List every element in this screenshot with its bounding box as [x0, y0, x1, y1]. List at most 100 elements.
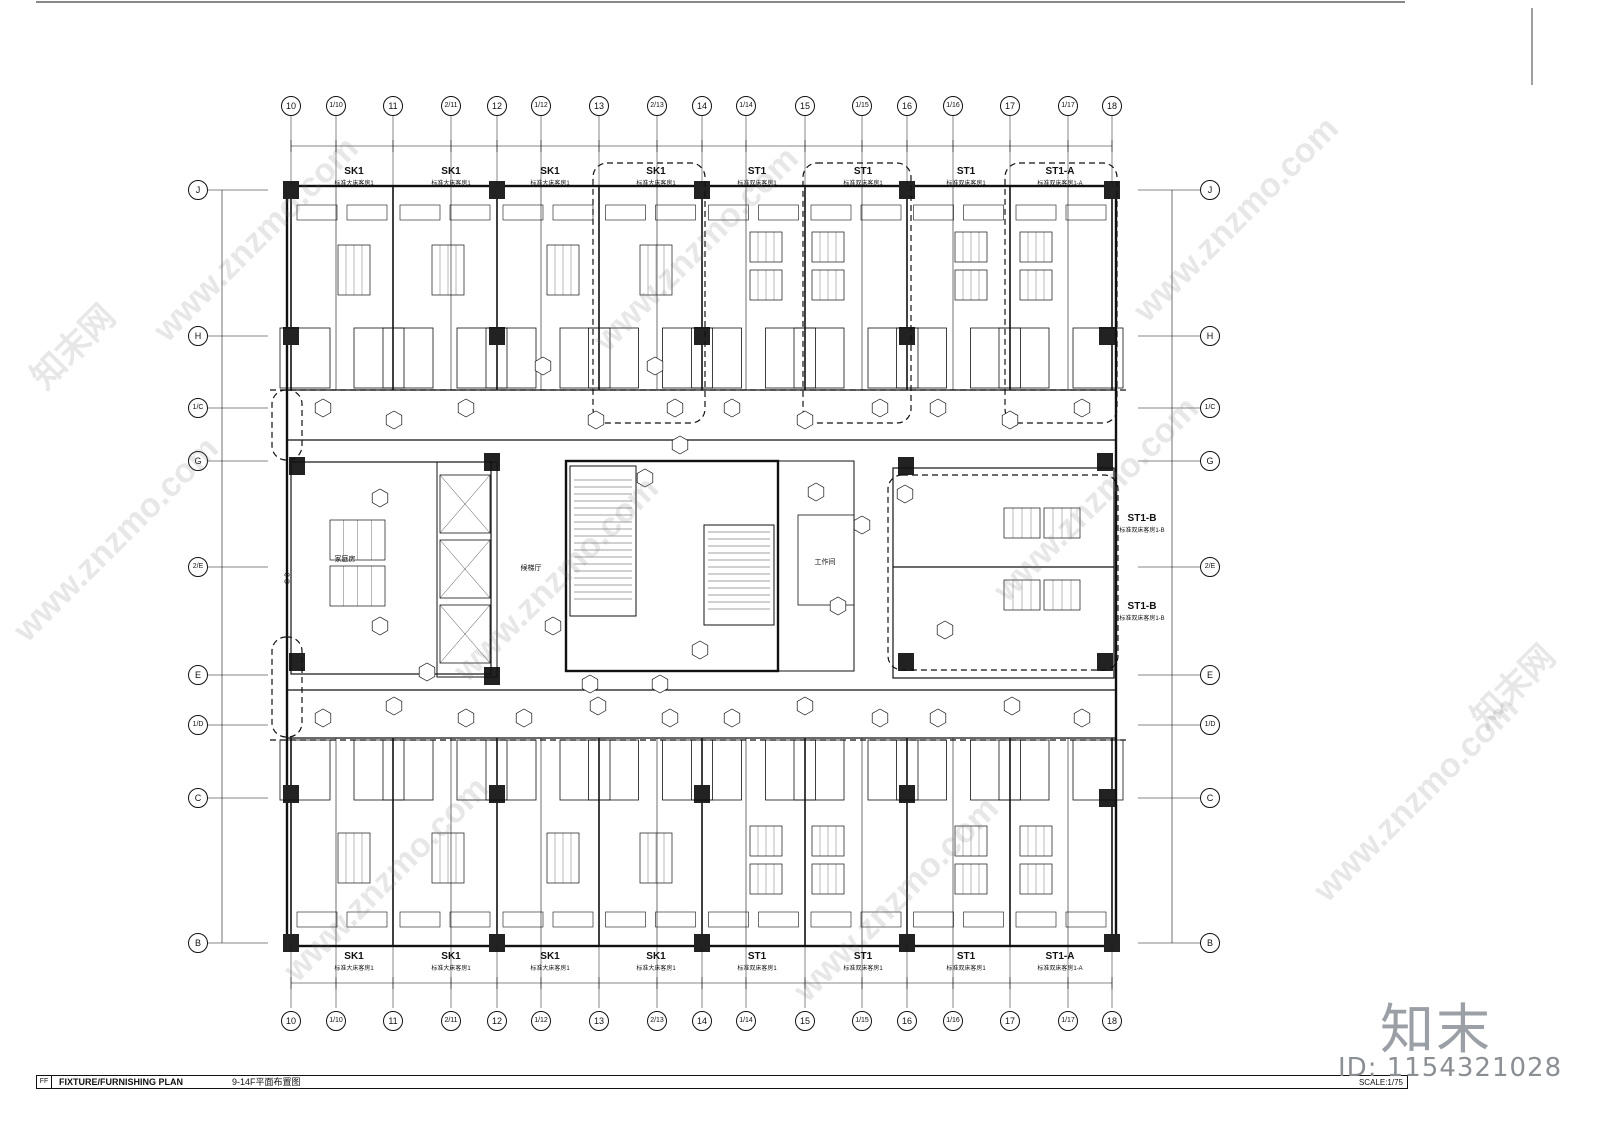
desk: [399, 911, 441, 928]
grid-bubble-col-top: 1/12: [531, 96, 551, 116]
door-tag-icon: [671, 435, 689, 455]
bathroom-outline: [382, 327, 434, 389]
door-tag-icon: [385, 410, 403, 430]
door-tag-icon: [371, 488, 389, 508]
detail-boundary-dashed: [592, 162, 706, 424]
room-name-top: 标准双床客房1-A: [1037, 181, 1083, 187]
bathroom-outline: [588, 739, 639, 801]
room-code-east: ST1-B: [1127, 513, 1157, 524]
door-tag-icon: [936, 620, 954, 640]
room-name-top: 标准大床客房1: [431, 181, 471, 187]
family-room-label: 家庭房: [334, 556, 356, 563]
grid-bubble-col-top: 17: [1000, 96, 1020, 116]
room-code-bottom: SK1: [646, 951, 666, 962]
structural-column: [489, 785, 505, 803]
desk: [913, 204, 954, 221]
desk: [552, 911, 594, 928]
grid-bubble-col-top: 15: [795, 96, 815, 116]
door-tag-icon: [587, 410, 605, 430]
desk: [708, 204, 749, 221]
grid-bubble-col-top: 14: [692, 96, 712, 116]
door-tag-icon: [418, 662, 436, 682]
structural-column: [289, 653, 305, 671]
structural-column: [694, 934, 710, 952]
c8-tag: C-8: [284, 572, 292, 585]
structural-column: [694, 785, 710, 803]
grid-bubble-col-bottom: 14: [692, 1011, 712, 1031]
door-tag-icon: [1073, 398, 1091, 418]
grid-bubble-col-bottom: 2/11: [441, 1011, 461, 1031]
structural-column: [1104, 181, 1120, 199]
grid-bubble-row: G: [1200, 451, 1220, 471]
structural-column: [283, 327, 299, 345]
elevator-hall-label: 候梯厅: [520, 565, 542, 572]
bathroom-outline: [662, 739, 713, 801]
bathroom-outline: [793, 739, 845, 801]
structural-column: [899, 327, 915, 345]
desk: [860, 204, 902, 221]
desk: [810, 911, 852, 928]
structural-column: [283, 785, 299, 803]
grid-bubble-col-top: 2/13: [647, 96, 667, 116]
structural-column: [283, 934, 299, 952]
door-tag-icon: [691, 640, 709, 660]
grid-bubble-col-bottom: 15: [795, 1011, 815, 1031]
grid-bubble-row: J: [188, 180, 208, 200]
elevator-car: [439, 539, 491, 599]
bathroom-outline: [691, 327, 742, 389]
grid-bubble-col-bottom: 1/14: [736, 1011, 756, 1031]
room-name-east: 标准双床客房1-B: [1119, 528, 1165, 534]
door-tag-icon: [723, 398, 741, 418]
bathroom-outline: [382, 739, 434, 801]
room-code-top: SK1: [646, 166, 666, 177]
structural-column: [484, 667, 500, 685]
desk: [963, 204, 1004, 221]
door-tag-icon: [544, 616, 562, 636]
elevator-x: [439, 539, 491, 599]
door-tag-icon: [581, 674, 599, 694]
structural-column: [1097, 453, 1113, 471]
door-tag-icon: [636, 468, 654, 488]
door-tag-icon: [589, 696, 607, 716]
bathroom-outline: [896, 327, 947, 389]
stairwell: [703, 524, 775, 626]
room-name-bottom: 标准双床客房1: [946, 966, 986, 972]
desk: [552, 204, 594, 221]
room-code-top: SK1: [344, 166, 364, 177]
grid-bubble-col-bottom: 17: [1000, 1011, 1020, 1031]
structural-column: [1097, 653, 1113, 671]
structural-column: [898, 457, 914, 475]
room-name-bottom: 标准双床客房1: [737, 966, 777, 972]
grid-bubble-row: H: [1200, 326, 1220, 346]
door-tag-icon: [534, 356, 552, 376]
bathroom-outline: [559, 739, 611, 801]
room-name-top: 标准大床客房1: [530, 181, 570, 187]
desk: [605, 911, 646, 928]
room-name-bottom: 标准双床客房1-A: [1037, 966, 1083, 972]
grid-bubble-col-bottom: 11: [383, 1011, 403, 1031]
door-tag-icon: [457, 398, 475, 418]
elevator-x: [439, 474, 491, 534]
desk: [655, 204, 696, 221]
desk: [963, 911, 1004, 928]
desk: [449, 204, 491, 221]
grid-bubble-col-top: 1/17: [1058, 96, 1078, 116]
grid-bubble-row: E: [188, 665, 208, 685]
bathroom-outline: [867, 327, 919, 389]
bathroom-outline: [559, 327, 611, 389]
sheet-code: FF: [37, 1076, 52, 1088]
grid-bubble-col-bottom: 1/12: [531, 1011, 551, 1031]
grid-bubble-row: 1/C: [1200, 398, 1220, 418]
room-name-bottom: 标准大床客房1: [334, 966, 374, 972]
bathroom-outline: [456, 327, 508, 389]
grid-bubble-col-bottom: 1/16: [943, 1011, 963, 1031]
room-code-bottom: ST1: [747, 951, 767, 962]
grid-bubble-row: B: [188, 933, 208, 953]
room-code-east: ST1-B: [1127, 601, 1157, 612]
door-tag-icon: [871, 398, 889, 418]
room-code-top: ST1: [853, 166, 873, 177]
door-tag-icon: [807, 482, 825, 502]
grid-bubble-row: 1/D: [188, 715, 208, 735]
grid-bubble-col-bottom: 18: [1102, 1011, 1122, 1031]
desk: [502, 911, 544, 928]
